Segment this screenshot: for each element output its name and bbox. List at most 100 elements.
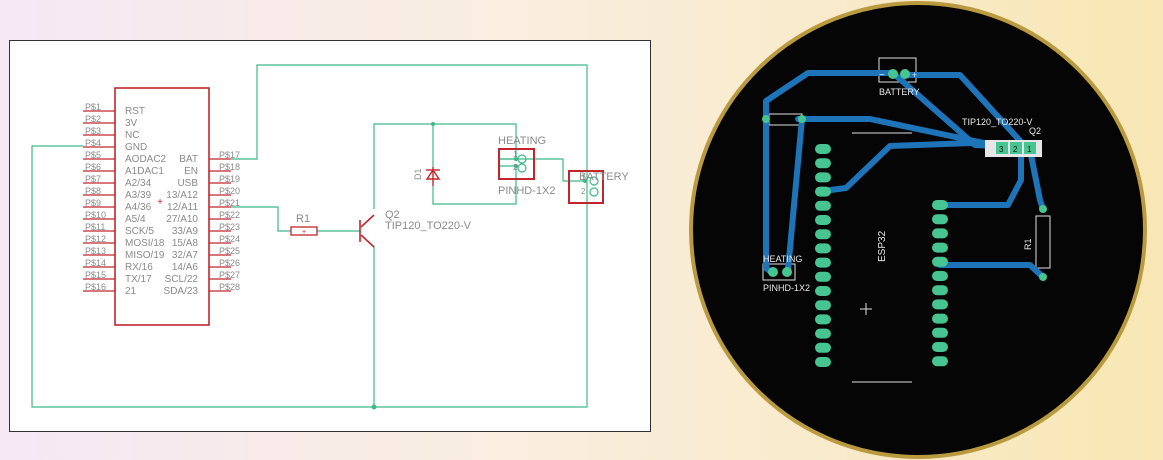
battery-pin2-number: 2 [581, 187, 586, 196]
esp32-header-pad[interactable] [932, 271, 948, 281]
esp32-header-pad[interactable] [932, 228, 948, 239]
esp32-header-pad[interactable] [815, 357, 831, 367]
q2-transistor[interactable] [359, 214, 375, 248]
r1-resistor[interactable] [290, 226, 318, 236]
mcu-pin-number: P$4 [85, 138, 101, 148]
pcb-heating-value: PINHD-1X2 [763, 283, 810, 293]
q2-value: TIP120_TO220-V [385, 220, 472, 232]
pcb-resistor-pad-2[interactable] [798, 115, 806, 123]
esp32-header-pad[interactable] [815, 328, 831, 339]
mcu-pin-number: P$27 [219, 270, 240, 280]
esp32-header-pad[interactable] [815, 257, 831, 268]
junction-dot [514, 157, 518, 161]
mcu-pin-number: P$24 [219, 234, 240, 244]
mcu-pin-label: A3/39 [125, 190, 152, 201]
mcu-pin-label: 27/A10 [166, 214, 198, 225]
pcb-esp32-label: ESP32 [877, 230, 888, 262]
pcb-battery-pad-2[interactable] [900, 69, 910, 79]
pcb-heating-label: HEATING [763, 254, 802, 264]
schematic-wires [31, 64, 588, 408]
esp32-header-pad[interactable] [932, 285, 948, 296]
mcu-pin-label: 32/A7 [172, 250, 199, 261]
mcu-pin-number: P$18 [219, 162, 240, 172]
pcb-battery-pad-1[interactable] [888, 69, 898, 79]
pcb-q2-value: TIP120_TO220-V [962, 117, 1032, 127]
esp32-header-pad[interactable] [932, 214, 948, 225]
pcb-r1-label: R1 [1023, 238, 1033, 250]
pcb-heating-pad-1[interactable] [768, 267, 778, 277]
esp32-header-pad[interactable] [815, 229, 831, 240]
esp32-header-pad[interactable] [932, 256, 948, 267]
esp32-header-pad[interactable] [815, 158, 831, 169]
mcu-pin-label: A5/4 [125, 214, 146, 225]
pcb-r1-pad-1[interactable] [1039, 205, 1047, 213]
esp32-right-header [932, 200, 948, 367]
mcu-pin-number: P$14 [85, 258, 106, 268]
heating-label: HEATING [498, 135, 546, 147]
esp32-header-pad[interactable] [815, 271, 831, 282]
esp32-header-pad[interactable] [932, 356, 948, 367]
mcu-origin-cross: + [157, 197, 163, 208]
esp32-header-pad[interactable] [815, 172, 831, 183]
pcb-q2-pin1: 1 [1027, 145, 1032, 154]
mcu-pin-number: P$6 [85, 162, 101, 172]
esp32-header-pad[interactable] [815, 186, 831, 197]
pcb-q2-pad-2[interactable] [1010, 142, 1022, 154]
mcu-pin-label: BAT [179, 154, 198, 165]
junction-dot [431, 122, 435, 126]
r1-label: R1 [296, 213, 310, 225]
pcb-heating-pad-2[interactable] [782, 267, 792, 277]
esp32-header-pad[interactable] [932, 299, 948, 310]
heating-value: PINHD-1X2 [498, 185, 555, 197]
mcu-pin-label: AODAC2 [125, 154, 167, 165]
mcu-pin-number: P$2 [85, 114, 101, 124]
esp32-header-pad[interactable] [932, 200, 948, 210]
pcb-q2-pad-3[interactable] [996, 142, 1008, 154]
esp32-header-pad[interactable] [815, 314, 831, 325]
esp32-header-pad[interactable] [932, 313, 948, 324]
esp32-left-header [815, 144, 831, 367]
mcu-pin-label: RX/16 [125, 262, 153, 273]
pcb-board-outline[interactable] [689, 1, 1147, 459]
mcu-pin-label: TX/17 [125, 274, 152, 285]
esp32-header-pad[interactable] [932, 327, 948, 338]
pcb-battery-minus: − [879, 70, 885, 81]
mcu-pin-number: P$10 [85, 210, 106, 220]
battery-pin-1 [589, 176, 599, 186]
battery-connector[interactable] [568, 170, 604, 204]
esp32-header-pad[interactable] [815, 300, 831, 311]
heating-pin1-number: 1 [513, 150, 518, 159]
mcu-pin-label: SCL/22 [165, 274, 199, 285]
pcb-q2-pin2: 2 [1013, 145, 1018, 154]
junction-dot [371, 404, 377, 410]
esp32-header-pad[interactable] [932, 242, 948, 253]
mcu-pin-number: P$19 [219, 174, 240, 184]
mcu-pin-label: MOSI/18 [125, 238, 165, 249]
mcu-pin-number: P$8 [85, 186, 101, 196]
esp32-header-pad[interactable] [815, 200, 831, 211]
pcb-resistor-pad-1[interactable] [762, 115, 770, 123]
pcb-r1-pad-2[interactable] [1039, 273, 1047, 281]
heating-pin2-number: 2 [513, 163, 518, 172]
heating-connector[interactable] [498, 148, 535, 180]
q2-label: Q2 [385, 209, 400, 221]
battery-pin-2 [589, 187, 599, 197]
esp32-header-pad[interactable] [815, 342, 831, 353]
heating-pin-1 [517, 154, 527, 164]
pcb-battery-label: BATTERY [879, 87, 920, 97]
mcu-pin-label: A4/36 [125, 202, 152, 213]
d1-diode[interactable] [425, 167, 441, 186]
mcu-pin-label: A1DAC1 [125, 166, 164, 177]
esp32-header-pad[interactable] [932, 342, 948, 352]
mcu-pin-label: NC [125, 130, 139, 141]
pcb-q2-pad-1[interactable] [1024, 142, 1036, 154]
mcu-pin-label: EN [184, 166, 198, 177]
battery-label: BATTERY [579, 171, 629, 183]
esp32-header-pad[interactable] [815, 215, 831, 225]
esp32-header-pad[interactable] [815, 286, 831, 296]
mcu-pin-label: SCK/5 [125, 226, 154, 237]
esp32-header-pad[interactable] [815, 243, 831, 254]
esp32-header-pad[interactable] [815, 144, 831, 154]
